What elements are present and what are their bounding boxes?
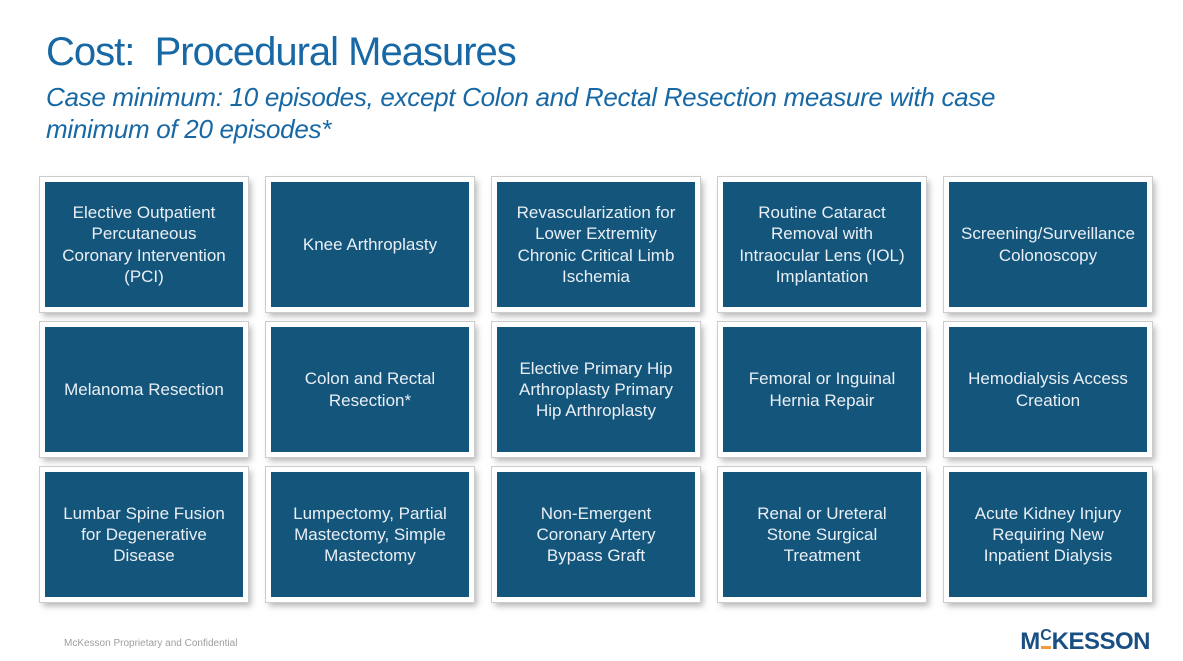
logo-orange-accent — [1040, 645, 1051, 649]
measure-card: Hemodialysis Access Creation — [943, 321, 1153, 458]
page-title: Cost: Procedural Measures — [46, 30, 517, 74]
measure-card: Knee Arthroplasty — [265, 176, 475, 313]
page-subtitle: Case minimum: 10 episodes, except Colon … — [46, 82, 996, 144]
measure-card: Melanoma Resection — [39, 321, 249, 458]
measures-grid: Elective Outpatient Percutaneous Coronar… — [39, 176, 1153, 603]
logo-text-kesson: KESSON — [1051, 628, 1151, 655]
logo-text-c: C — [1040, 627, 1052, 644]
measure-card: Routine Cataract Removal with Intraocula… — [717, 176, 927, 313]
logo-text-m: M — [1020, 628, 1040, 655]
footer-confidentiality-note: McKesson Proprietary and Confidential — [64, 638, 238, 649]
measure-card: Femoral or Inguinal Hernia Repair — [717, 321, 927, 458]
measure-card: Revascularization for Lower Extremity Ch… — [491, 176, 701, 313]
logo-small-c-wrap: C — [1040, 627, 1052, 649]
measure-card: Lumpectomy, Partial Mastectomy, Simple M… — [265, 466, 475, 603]
measure-card: Non-Emergent Coronary Artery Bypass Graf… — [491, 466, 701, 603]
measure-card: Screening/Surveillance Colonoscopy — [943, 176, 1153, 313]
measure-card: Colon and Rectal Resection* — [265, 321, 475, 458]
measure-card: Elective Outpatient Percutaneous Coronar… — [39, 176, 249, 313]
measure-card: Elective Primary Hip Arthroplasty Primar… — [491, 321, 701, 458]
measure-card: Renal or Ureteral Stone Surgical Treatme… — [717, 466, 927, 603]
measure-card: Lumbar Spine Fusion for Degenerative Dis… — [39, 466, 249, 603]
measure-card: Acute Kidney Injury Requiring New Inpati… — [943, 466, 1153, 603]
